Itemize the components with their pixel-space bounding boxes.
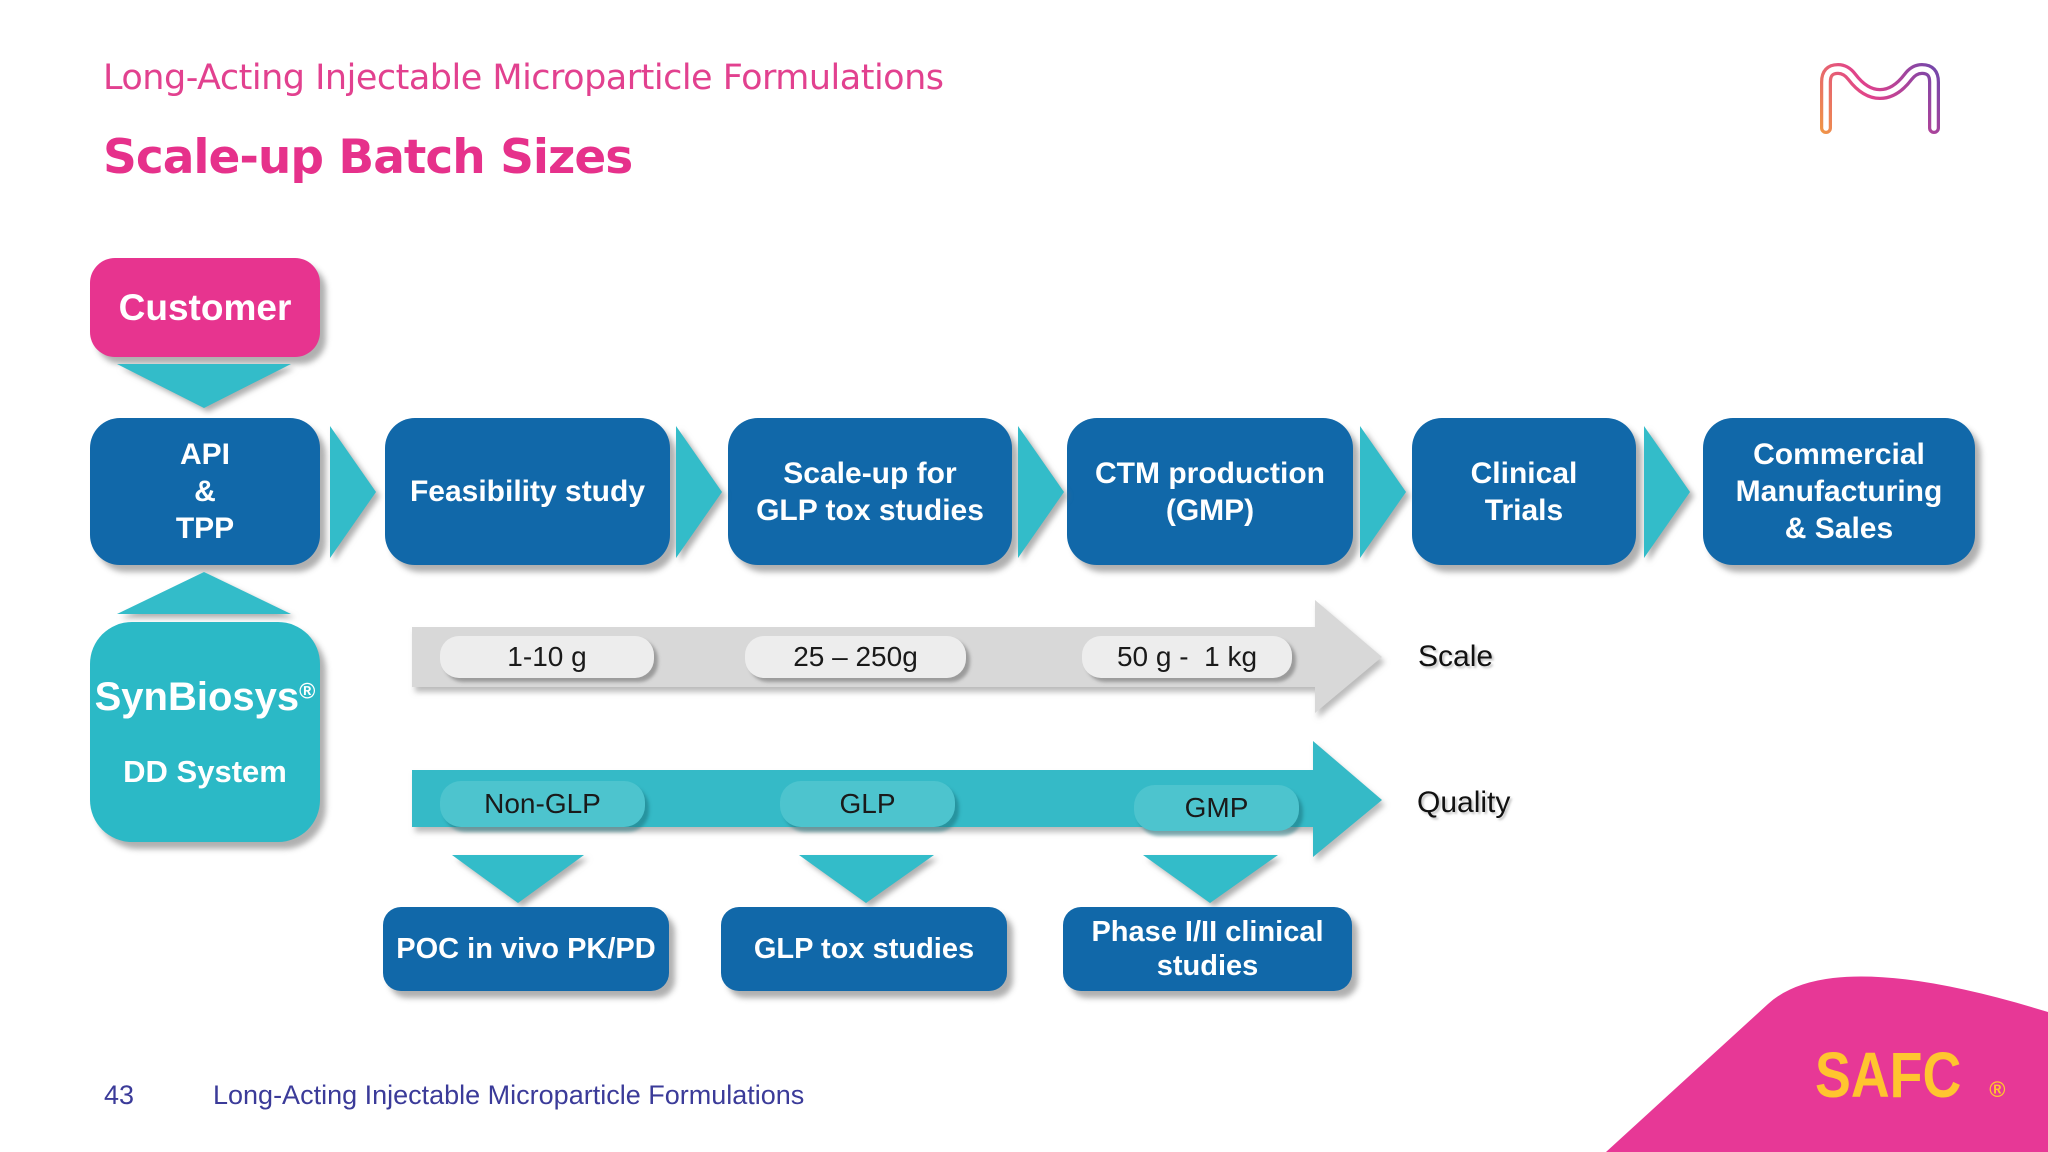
- outcome-box-glp-tox: GLP tox studies: [721, 907, 1007, 991]
- footer-title: Long-Acting Injectable Microparticle For…: [213, 1080, 805, 1110]
- arrow-right-icon: [1018, 426, 1064, 558]
- slide-subtitle: Long-Acting Injectable Microparticle For…: [103, 58, 944, 98]
- synbiosys-subtitle: DD System: [123, 753, 287, 789]
- arrow-right-icon: [1360, 426, 1406, 558]
- safc-logo: SAFC ®: [1815, 1038, 2005, 1112]
- footer-page-number: 43: [104, 1080, 135, 1110]
- arrow-right-icon: [330, 426, 376, 558]
- stage-box-feasibility-study: Feasibility study: [385, 418, 670, 565]
- scale-pill: 1-10 g: [440, 636, 654, 678]
- arrow-down-icon: [452, 855, 584, 903]
- registered-mark: ®: [1989, 1077, 2006, 1102]
- page-title: Scale-up Batch Sizes: [103, 130, 633, 185]
- outcome-box-poc: POC in vivo PK/PD: [383, 907, 669, 991]
- arrow-down-icon: [1143, 855, 1278, 903]
- scale-caption: Scale: [1418, 640, 1494, 673]
- registered-mark: ®: [299, 678, 316, 704]
- scale-pill: 50 g - 1 kg: [1082, 636, 1292, 678]
- quality-pill: GLP: [780, 781, 955, 827]
- arrow-right-icon: [676, 426, 722, 558]
- stage-box-clinical-trials: Clinical Trials: [1412, 418, 1636, 565]
- safc-swoosh: [1606, 976, 2048, 1152]
- arrow-down-icon: [799, 855, 934, 903]
- arrow-down-icon: [117, 364, 291, 408]
- quality-pill: Non-GLP: [440, 781, 645, 827]
- stage-box-ctm-production: CTM production (GMP): [1067, 418, 1353, 565]
- synbiosys-brand: SynBiosys®: [94, 674, 316, 719]
- outcome-box-phase-clinical: Phase I/II clinical studies: [1063, 907, 1352, 991]
- scale-pill: 25 – 250g: [745, 636, 966, 678]
- stage-box-commercial-manufacturing: Commercial Manufacturing & Sales: [1703, 418, 1975, 565]
- arrow-right-icon: [1644, 426, 1690, 558]
- safc-wordmark: SAFC: [1815, 1039, 1962, 1111]
- customer-box: Customer: [90, 258, 320, 357]
- synbiosys-box: SynBiosys® DD System: [90, 622, 320, 842]
- quality-pill: GMP: [1134, 785, 1299, 831]
- quality-caption: Quality: [1417, 786, 1511, 819]
- stage-box-api-tpp: API & TPP: [90, 418, 320, 565]
- stage-box-scale-up-glp-tox: Scale-up for GLP tox studies: [728, 418, 1012, 565]
- arrow-up-icon: [117, 572, 291, 614]
- m-logo-icon: [1820, 63, 1940, 134]
